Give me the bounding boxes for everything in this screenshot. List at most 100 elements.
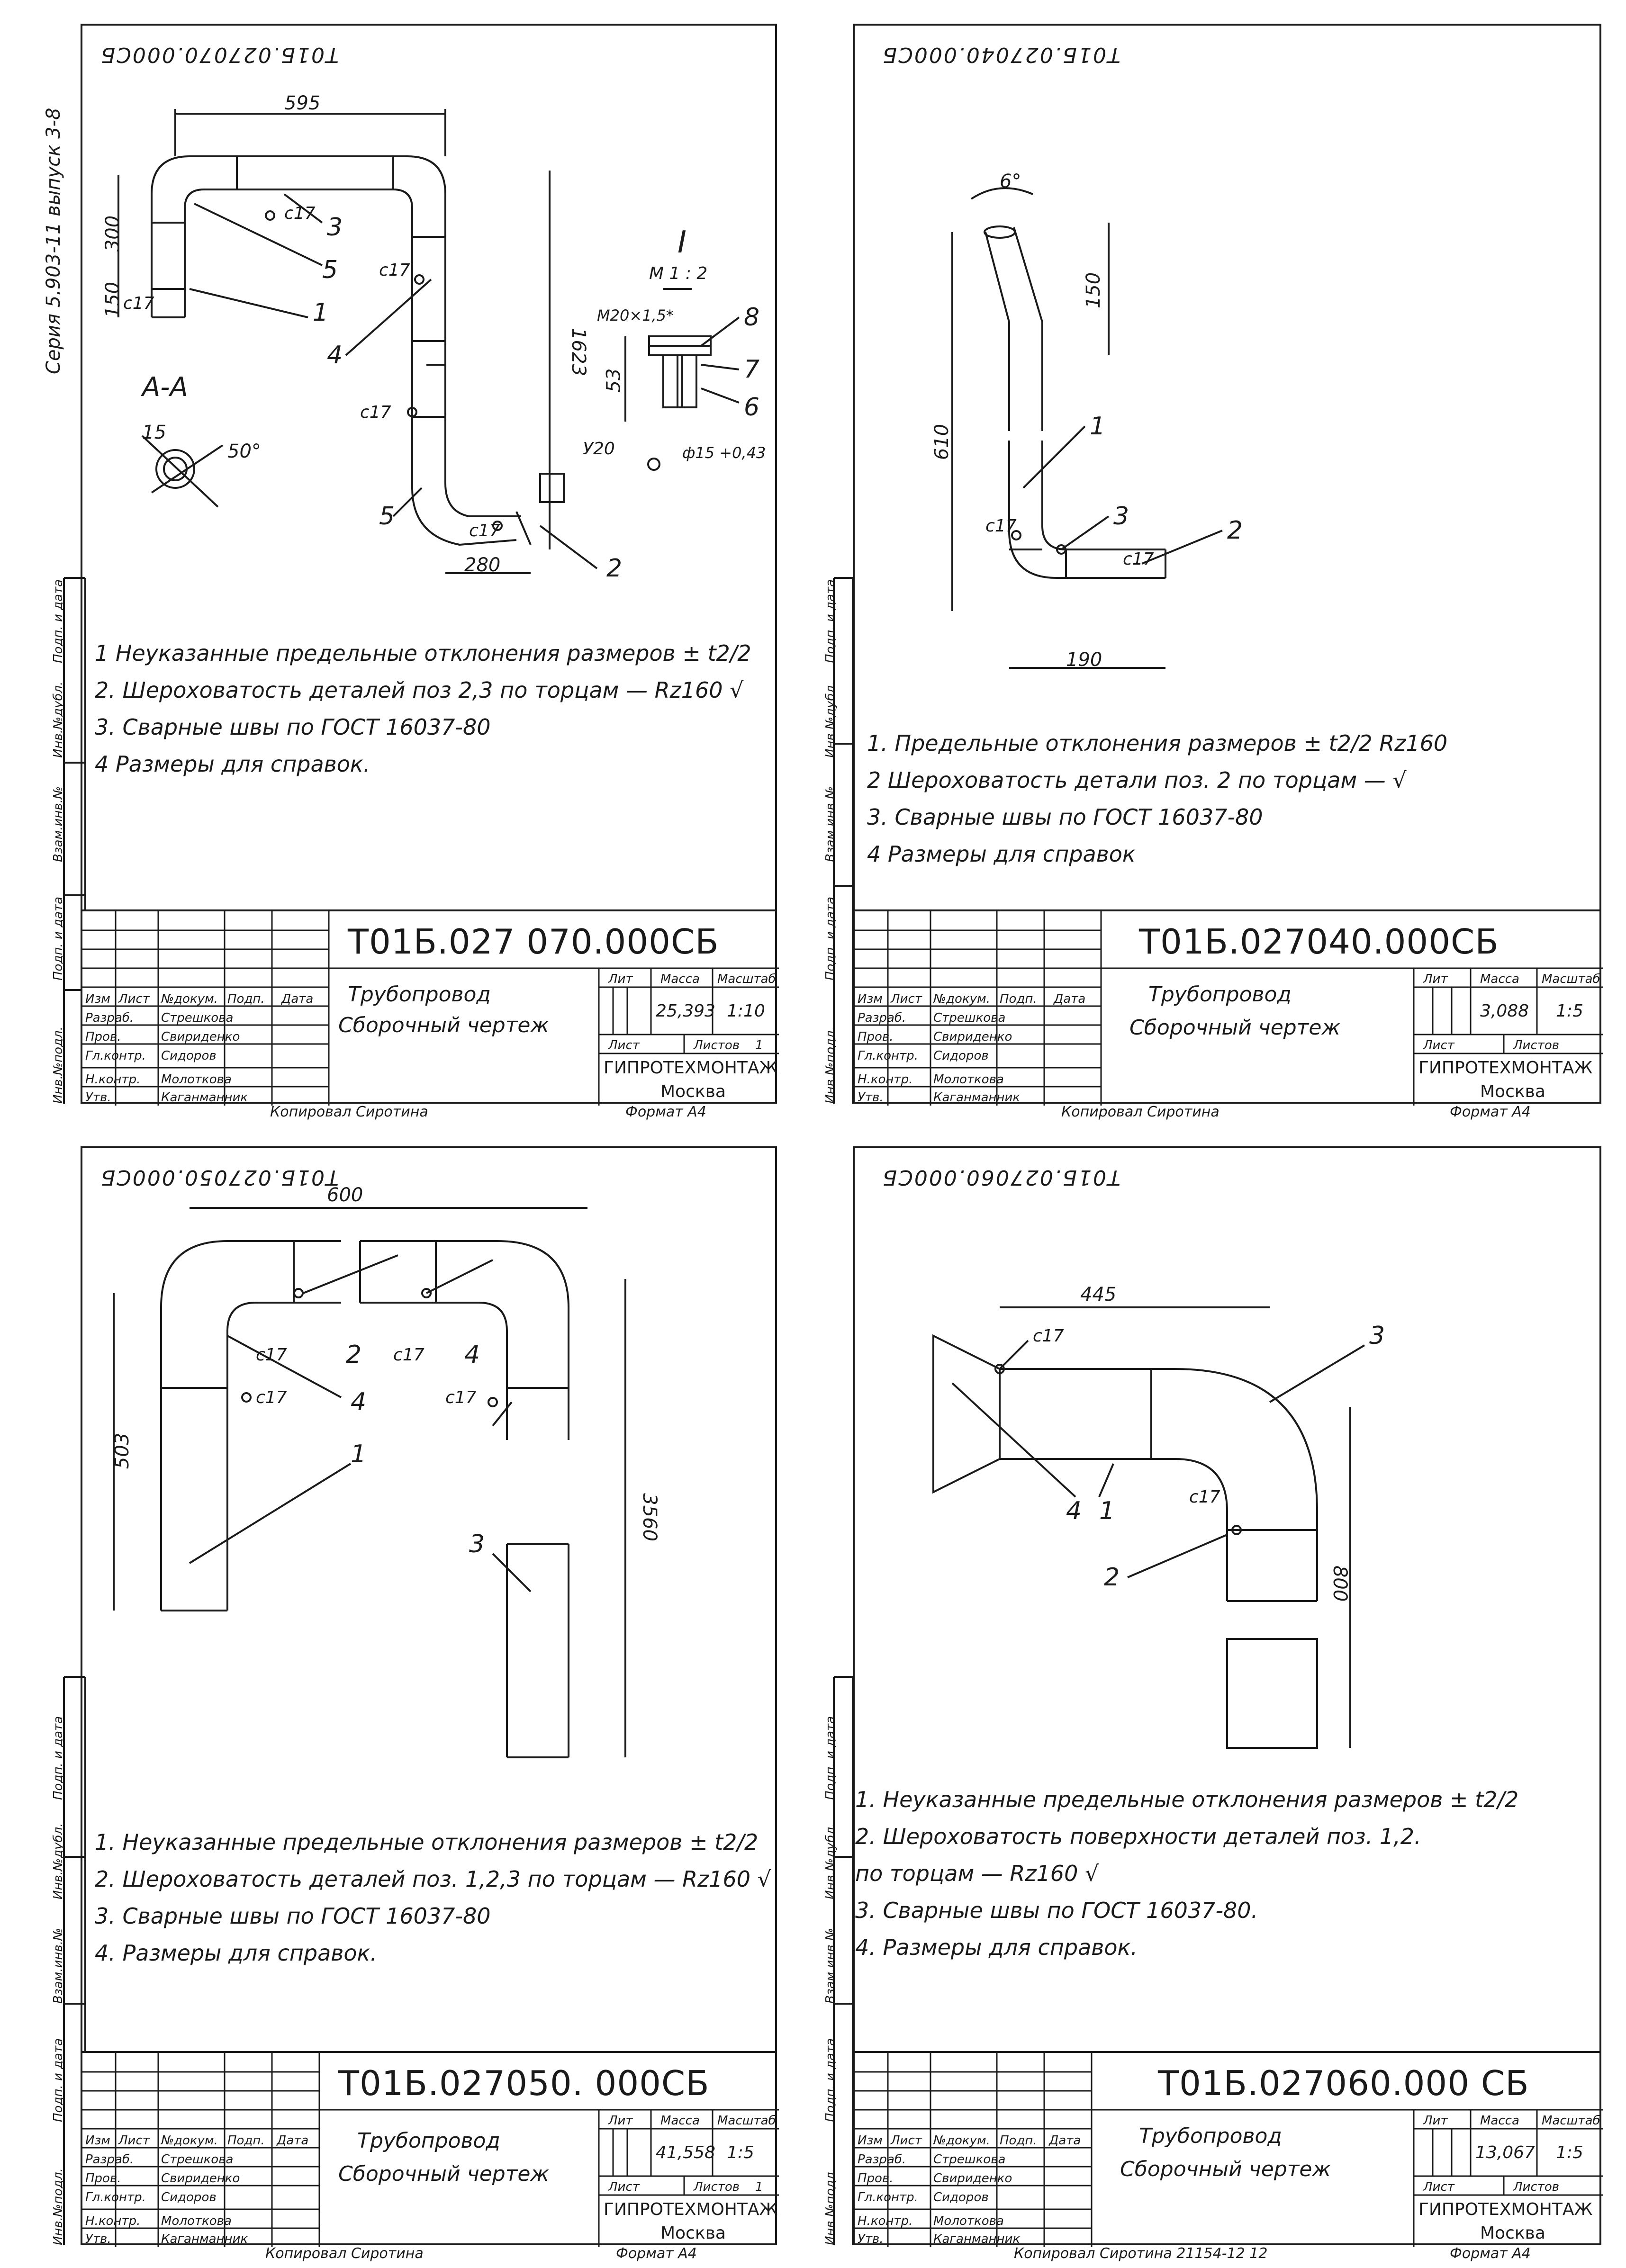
side-col-podp-data-1: Подп. и дата bbox=[51, 896, 65, 981]
side-col-podp-data-4: Подп. и дата bbox=[823, 2038, 838, 2122]
role-nkontr: Н.контр. bbox=[85, 2214, 141, 2228]
hdr-data: Дата bbox=[1049, 2133, 1081, 2148]
note-1: 1. Предельные отклонения размеров ± t2/2… bbox=[867, 730, 1448, 756]
side-col-podp-data-1b: Подп. и дата bbox=[51, 579, 65, 663]
dim-503: 503 bbox=[111, 1432, 134, 1469]
pipeline-drawing bbox=[833, 1306, 1365, 2245]
drawing-name-1: Трубопровод bbox=[1139, 2124, 1282, 2148]
role-nkontr: Н.контр. bbox=[858, 1072, 913, 1087]
callout-2: 2 bbox=[1227, 516, 1243, 545]
hdr-massa: Масса bbox=[1480, 2114, 1519, 2128]
dim-3560: 3560 bbox=[638, 1493, 660, 1541]
callout-4b: 4 bbox=[351, 1388, 367, 1416]
hdr-list: Лист bbox=[891, 2133, 922, 2148]
callout-1: 1 bbox=[351, 1440, 367, 1468]
pipeline-drawing bbox=[63, 109, 740, 1104]
note-1: 1. Неуказанные предельные отклонения раз… bbox=[855, 1787, 1519, 1812]
hdr-data: Дата bbox=[281, 992, 314, 1006]
copied-by: Копировал Сиротина bbox=[270, 1104, 428, 1120]
hdr-masshtab: Масштаб bbox=[717, 2114, 776, 2128]
role-gl-kontr: Гл.контр. bbox=[85, 1049, 146, 1063]
copied-by: Копировал Сиротина bbox=[265, 2245, 424, 2262]
side-col-vzam-2: Взам.инв.№ bbox=[823, 786, 838, 862]
role-prov: Пров. bbox=[85, 2171, 121, 2186]
callout-3: 3 bbox=[327, 213, 343, 242]
hdr-izm: Изм bbox=[85, 992, 110, 1006]
note-4: 4. Размеры для справок. bbox=[855, 1935, 1138, 1960]
callout-3: 3 bbox=[1113, 502, 1129, 531]
dim-150: 150 bbox=[1083, 272, 1105, 309]
note-2: 2. Шероховатость поверхности деталей поз… bbox=[855, 1824, 1421, 1849]
note-4: 4 Размеры для справок bbox=[867, 841, 1136, 867]
drawing-code: Т01Б.027050. 000СБ bbox=[338, 2063, 710, 2103]
organization: ГИПРОТЕХМОНТАЖ bbox=[604, 1058, 778, 1078]
side-col-vzam-1: Взам.инв.№ bbox=[51, 786, 65, 862]
listov-value: 1 bbox=[755, 1038, 763, 1053]
callout-8: 8 bbox=[744, 303, 760, 332]
side-col-vzam-4: Взам.инв.№ bbox=[823, 1928, 838, 2004]
note-1: 1. Неуказанные предельные отклонения раз… bbox=[95, 1829, 759, 1855]
role-razrab: Разраб. bbox=[858, 1011, 906, 1025]
note-2: 2. Шероховатость деталей поз 2,3 по торц… bbox=[95, 677, 744, 703]
person-razrab: Стрешкова bbox=[161, 1011, 234, 1025]
role-razrab: Разраб. bbox=[85, 2152, 134, 2167]
role-gl-kontr: Гл.контр. bbox=[858, 2190, 918, 2205]
dim-600: 600 bbox=[327, 1184, 363, 1206]
person-prov: Свириденко bbox=[933, 1030, 1012, 1044]
drawing-name-1: Трубопровод bbox=[357, 2129, 500, 2153]
hdr-lit: Лит bbox=[1423, 2114, 1448, 2128]
side-col-dubl-1: Инв.№дубл. bbox=[51, 681, 65, 758]
weld-c17-2: с17 bbox=[1189, 1487, 1220, 1507]
note-3: 3. Сварные швы по ГОСТ 16037-80 bbox=[95, 1903, 491, 1929]
callout-2: 2 bbox=[346, 1341, 362, 1369]
role-utv: Утв. bbox=[85, 1090, 111, 1105]
hdr-list: Лист bbox=[891, 992, 922, 1006]
drawing-code: Т01Б.027 070.000СБ bbox=[348, 922, 719, 962]
weld-c17-2: с17 bbox=[1123, 549, 1154, 569]
city: Москва bbox=[1480, 2223, 1545, 2243]
dim-300: 300 bbox=[102, 215, 124, 252]
dim-50-deg: 50° bbox=[227, 441, 261, 462]
phi-label: ф15 +0,43 bbox=[682, 444, 766, 462]
dim-15: 15 bbox=[142, 422, 166, 443]
hdr-lit: Лит bbox=[608, 2114, 633, 2128]
hdr-masshtab: Масштаб bbox=[1542, 2114, 1600, 2128]
weld-c17-1: с17 bbox=[985, 516, 1017, 536]
drawing-name-1: Трубопровод bbox=[348, 982, 491, 1007]
drawing-name-1: Трубопровод bbox=[1148, 982, 1292, 1007]
person-razrab: Стрешкова bbox=[161, 2152, 234, 2167]
role-nkontr: Н.контр. bbox=[85, 1072, 141, 1087]
dim-595: 595 bbox=[284, 92, 321, 114]
mass-value: 25,393 bbox=[656, 1001, 715, 1021]
role-prov: Пров. bbox=[858, 2171, 894, 2186]
mass-value: 3,088 bbox=[1480, 1001, 1529, 1021]
person-nkontr: Молоткова bbox=[161, 2214, 232, 2228]
callout-2: 2 bbox=[606, 554, 623, 583]
weld-c17-3: с17 bbox=[123, 294, 154, 313]
side-col-dubl-3: Инв.№дубл. bbox=[51, 1823, 65, 1899]
hdr-podp: Подп. bbox=[1000, 992, 1037, 1006]
person-prov: Свириденко bbox=[161, 2171, 240, 2186]
hdr-list2: Лист bbox=[1423, 1038, 1454, 1053]
hdr-podp: Подп. bbox=[227, 992, 265, 1006]
drawing-sheet-4: Т01Б.027060.000СБ 445 800 с17 с17 3 4 bbox=[796, 1137, 1611, 2262]
note-2: 2 Шероховатость детали поз. 2 по торцам … bbox=[867, 767, 1407, 793]
role-razrab: Разраб. bbox=[85, 1011, 134, 1025]
technical-notes: 1 Неуказанные предельные отклонения разм… bbox=[95, 635, 751, 783]
title-block: Т01Б.027060.000 СБ Изм Лист №докум. Подп… bbox=[853, 2051, 1603, 2247]
person-utv: Каганманник bbox=[161, 1090, 248, 1105]
hdr-list: Лист bbox=[118, 2133, 150, 2148]
listov-value: 1 bbox=[755, 2180, 763, 2194]
note-3: 3. Сварные швы по ГОСТ 16037-80. bbox=[855, 1898, 1258, 1923]
hdr-doc: №докум. bbox=[933, 992, 990, 1006]
side-col-podp-data-3: Подп. и дата bbox=[51, 2038, 65, 2122]
drawing-code: Т01Б.027060.000 СБ bbox=[1158, 2063, 1529, 2103]
person-nkontr: Молоткова bbox=[933, 2214, 1004, 2228]
callout-1: 1 bbox=[1090, 412, 1106, 441]
hdr-list: Лист bbox=[118, 992, 150, 1006]
mass-value: 41,558 bbox=[656, 2143, 715, 2162]
scale-value: 1:5 bbox=[1556, 1001, 1583, 1021]
hdr-listov: Листов bbox=[1513, 1038, 1560, 1053]
hdr-massa: Масса bbox=[660, 972, 700, 986]
weld-c17-1: с17 bbox=[284, 204, 316, 223]
